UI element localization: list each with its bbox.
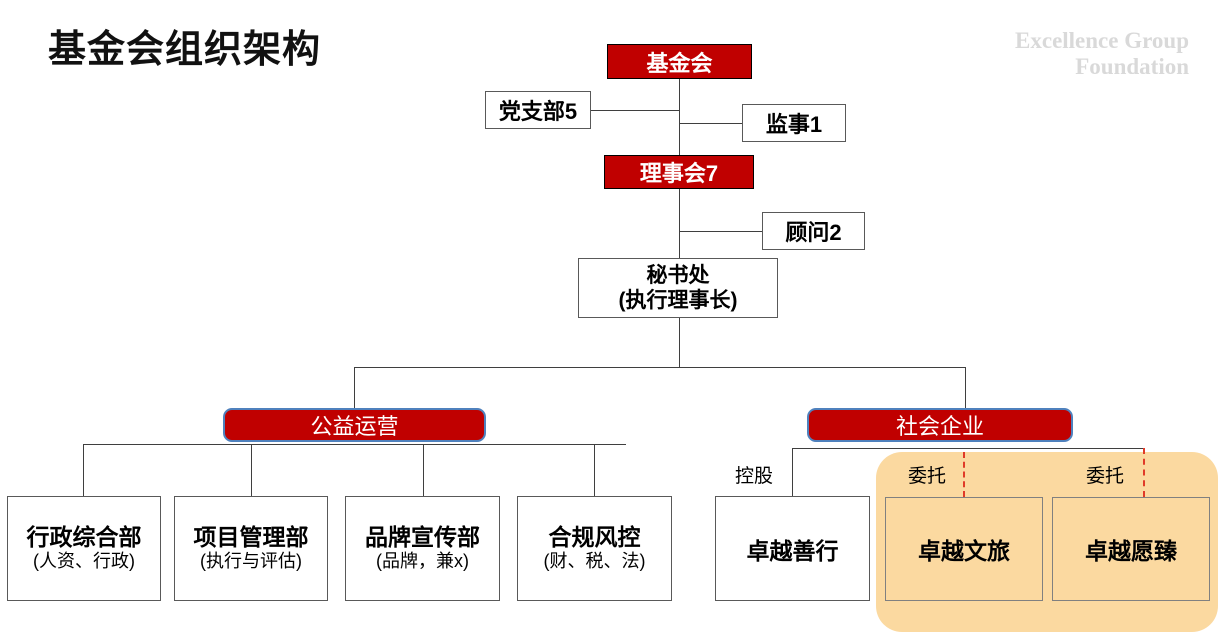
division-public-welfare[interactable]: 公益运营	[223, 408, 486, 442]
connector-drop-dept-2	[251, 444, 252, 496]
node-board[interactable]: 理事会7	[604, 155, 754, 189]
enterprise-box-delegated-2[interactable]: 卓越愿臻	[1052, 497, 1210, 601]
department-box[interactable]: 合规风控 (财、税、法)	[517, 496, 672, 601]
connector-drop-enterprise-1	[792, 448, 793, 496]
department-box[interactable]: 品牌宣传部 (品牌，兼x)	[345, 496, 500, 601]
logo-watermark: Excellence Group Foundation	[1015, 28, 1189, 80]
connector-drop-social-enterprise	[965, 367, 966, 408]
connector-supervisor	[679, 123, 743, 124]
department-box[interactable]: 项目管理部 (执行与评估)	[174, 496, 328, 601]
node-foundation[interactable]: 基金会	[607, 44, 752, 79]
connector-foundation-board	[679, 79, 680, 155]
node-party-branch[interactable]: 党支部5	[485, 91, 591, 129]
connector-drop-dept-1	[83, 444, 84, 496]
enterprise-box-holding[interactable]: 卓越善行	[715, 496, 870, 601]
connector-drop-public-welfare	[354, 367, 355, 408]
node-supervisor[interactable]: 监事1	[742, 104, 846, 142]
department-box[interactable]: 行政综合部 (人资、行政)	[7, 496, 161, 601]
node-secretariat[interactable]: 秘书处 (执行理事长)	[578, 258, 778, 318]
page-title: 基金会组织架构	[48, 29, 322, 71]
node-advisor[interactable]: 顾问2	[762, 212, 865, 250]
connector-departments-bar	[83, 444, 626, 445]
relation-label-holding: 控股	[735, 466, 774, 487]
connector-enterprise-bar	[792, 448, 1144, 449]
connector-division-bar	[354, 367, 966, 368]
relation-label-delegation-2: 委托	[1086, 466, 1125, 487]
division-social-enterprise[interactable]: 社会企业	[807, 408, 1073, 442]
connector-board-secretariat	[679, 189, 680, 258]
logo-line-2: Foundation	[1075, 53, 1189, 79]
connector-advisor	[679, 231, 763, 232]
connector-drop-dept-4	[594, 444, 595, 496]
connector-party-branch	[591, 110, 680, 111]
delegation-dashed-line-2	[1143, 448, 1145, 497]
delegation-dashed-line-1	[963, 452, 965, 497]
relation-label-delegation-1: 委托	[908, 466, 947, 487]
enterprise-box-delegated-1[interactable]: 卓越文旅	[885, 497, 1043, 601]
connector-secretariat-down	[679, 318, 680, 368]
logo-line-1: Excellence Group	[1015, 28, 1189, 53]
connector-drop-dept-3	[423, 444, 424, 496]
